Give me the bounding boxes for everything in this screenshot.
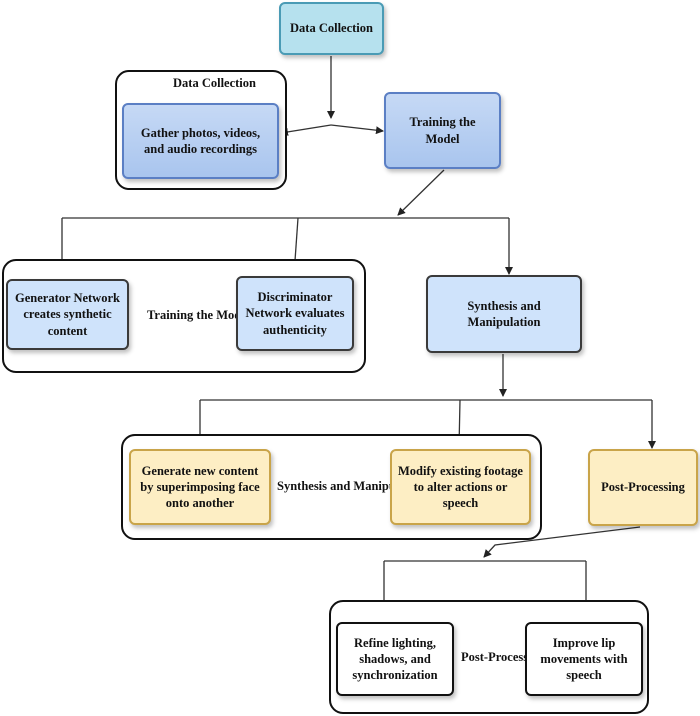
- node-discriminator: Discriminator Network evaluates authenti…: [236, 276, 354, 351]
- node-modify-existing: Modify existing footage to alter actions…: [390, 449, 531, 525]
- node-generator: Generator Network creates synthetic cont…: [6, 279, 129, 350]
- arrow-post-down: [483, 526, 641, 558]
- group-label-post-processing: Post-Processing: [461, 650, 545, 664]
- node-synthesis: Synthesis and Manipulation: [426, 275, 582, 353]
- node-gather: Gather photos, videos, and audio recordi…: [122, 103, 279, 179]
- group-label-synthesis: Synthesis and Manipulation: [277, 479, 427, 493]
- node-lip: Improve lip movements with speech: [525, 622, 643, 696]
- arrow-to-gather: [280, 124, 332, 136]
- group-label-data-collection: Data Collection: [173, 76, 256, 90]
- node-generate-new: Generate new content by superimposing fa…: [129, 449, 271, 525]
- arrow-training-down: [397, 169, 445, 216]
- node-refine: Refine lighting, shadows, and synchroniz…: [336, 622, 454, 696]
- arrow-to-training: [330, 124, 384, 135]
- node-post-processing: Post-Processing: [588, 449, 698, 526]
- group-label-training: Training the Model: [147, 308, 251, 322]
- node-training: Training the Model: [384, 92, 501, 169]
- node-data-collection: Data Collection: [279, 2, 384, 55]
